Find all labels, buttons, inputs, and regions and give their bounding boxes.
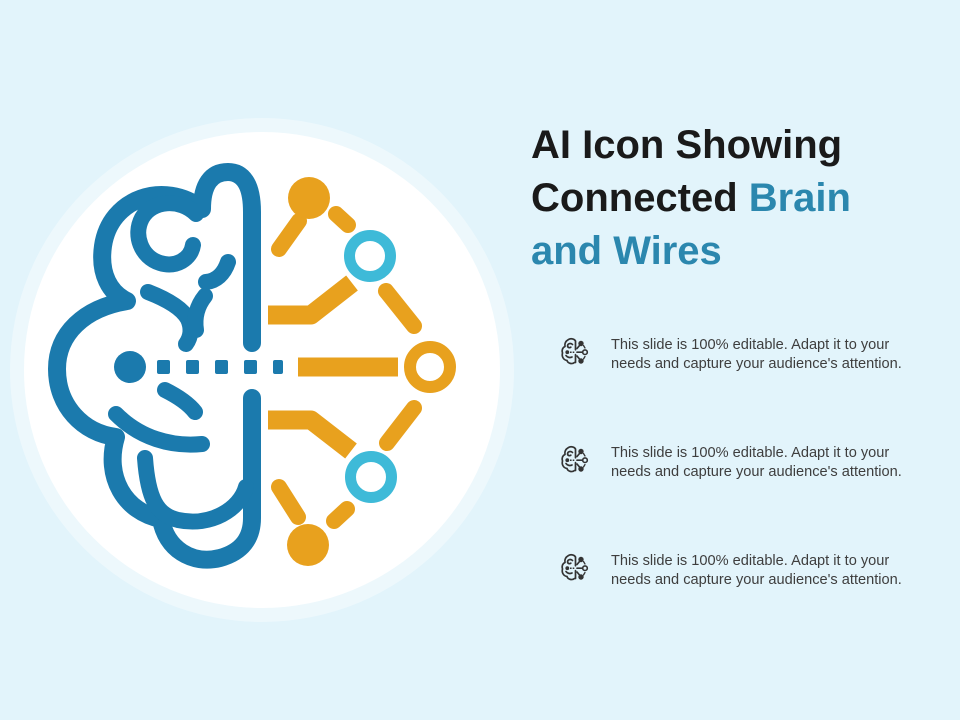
bullet-item-2: This slide is 100% editable. Adapt it to…: [559, 444, 902, 482]
hero-circle-background: [24, 132, 500, 608]
upper-ring-node: [344, 230, 396, 282]
brain-icon: [561, 553, 589, 581]
title-line-3: and Wires: [531, 229, 722, 273]
bullet-text: This slide is 100% editable. Adapt it to…: [611, 337, 902, 372]
top-node-dot: [288, 177, 330, 219]
circuit-wires: [268, 177, 456, 566]
middle-ring-node: [404, 341, 456, 393]
title-accent-word: Brain: [748, 176, 851, 220]
dashed-signal-line: [157, 360, 283, 374]
brain-icon: [561, 445, 589, 473]
bottom-node-dot: [287, 524, 329, 566]
brain-center-node: [114, 351, 146, 383]
lower-ring-node: [345, 451, 397, 503]
title-line-1: AI Icon Showing: [531, 123, 843, 167]
brain-icon: [561, 337, 589, 365]
bullet-text: This slide is 100% editable. Adapt it to…: [611, 445, 902, 480]
bullet-item-1: This slide is 100% editable. Adapt it to…: [559, 336, 902, 374]
bullet-item-3: This slide is 100% editable. Adapt it to…: [559, 552, 902, 590]
bullet-list: This slide is 100% editable. Adapt it to…: [559, 336, 902, 590]
bullet-text: This slide is 100% editable. Adapt it to…: [611, 553, 902, 588]
brain-half: [48, 163, 283, 569]
